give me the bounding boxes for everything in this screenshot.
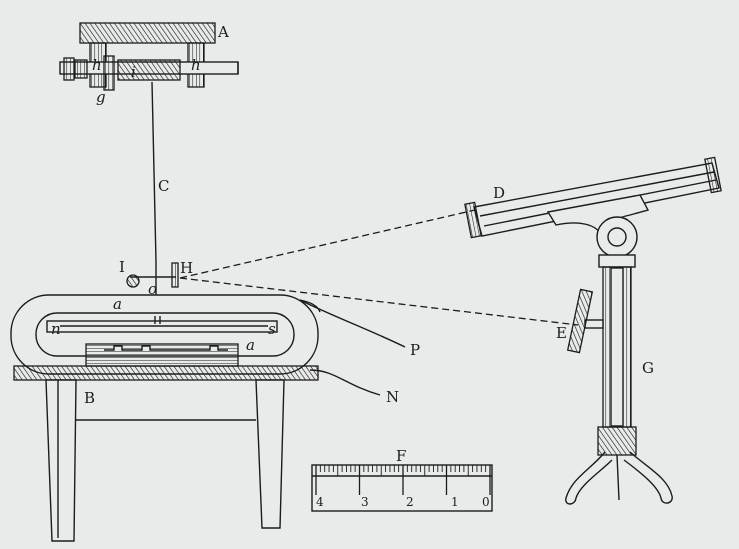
scale-number-1: 1 — [451, 495, 459, 509]
torsion-head — [59, 22, 239, 91]
table-leg-right — [255, 379, 285, 529]
ruler-body — [311, 464, 493, 512]
stand-base-collar — [597, 426, 637, 456]
suspension-fibre-c — [151, 81, 157, 263]
label-h-left: h — [92, 56, 102, 74]
label-s: s — [268, 320, 276, 338]
label-i: i — [131, 63, 136, 81]
telescope-stand — [464, 156, 722, 505]
label-i-ball: I — [119, 258, 125, 276]
ruler-f: 4 3 2 1 0 — [311, 464, 493, 512]
telescope-objective — [704, 156, 722, 194]
scale-number-4: 4 — [316, 495, 324, 509]
label-d: D — [493, 184, 505, 202]
pivot-inner — [607, 227, 627, 247]
scale-number-0: 0 — [482, 495, 490, 509]
label-a-coil: a — [113, 295, 122, 313]
drum-i — [117, 59, 181, 81]
ball-i — [126, 274, 140, 288]
wire-p-loop — [299, 299, 321, 313]
mirror-h — [171, 262, 179, 288]
ray-to-telescope — [179, 209, 476, 279]
table-leg-left — [45, 379, 77, 542]
label-a-top-plate: A — [217, 23, 229, 41]
top-plate-a — [79, 22, 216, 44]
label-h-mirror: H — [180, 259, 193, 277]
label-n-wire: N — [386, 388, 399, 406]
label-o: o — [148, 280, 157, 298]
wire-p — [299, 299, 406, 348]
label-a-base: a — [246, 336, 255, 354]
table-top — [13, 365, 319, 381]
label-c: C — [158, 177, 169, 195]
wire-n — [309, 369, 381, 396]
scale-number-2: 2 — [406, 495, 414, 509]
label-p: P — [410, 341, 420, 359]
clamp-g — [103, 55, 115, 91]
label-n: n — [51, 320, 61, 338]
label-f: F — [396, 447, 406, 465]
stand-foot-middle — [616, 454, 620, 501]
mirror-assembly — [126, 262, 179, 300]
label-g: g — [96, 88, 106, 106]
stand-foot-right — [623, 451, 673, 504]
coil-frame — [10, 294, 319, 375]
scale-number-3: 3 — [361, 495, 369, 509]
table-b — [13, 365, 319, 542]
ruler-ticks — [315, 465, 491, 495]
base-notches — [104, 345, 228, 351]
scale-arm — [584, 319, 604, 329]
scale-e — [566, 288, 594, 354]
label-e: E — [556, 324, 567, 342]
ray-to-scale — [179, 277, 579, 326]
axle-knob-left — [63, 57, 75, 81]
axle-collar — [74, 59, 88, 79]
label-b: B — [84, 389, 95, 407]
stand-collar — [598, 254, 636, 268]
telescope-eyepiece — [464, 201, 482, 239]
label-h-right: h — [191, 56, 201, 74]
label-g-stand: G — [642, 359, 654, 377]
stand-foot-left — [565, 451, 613, 505]
